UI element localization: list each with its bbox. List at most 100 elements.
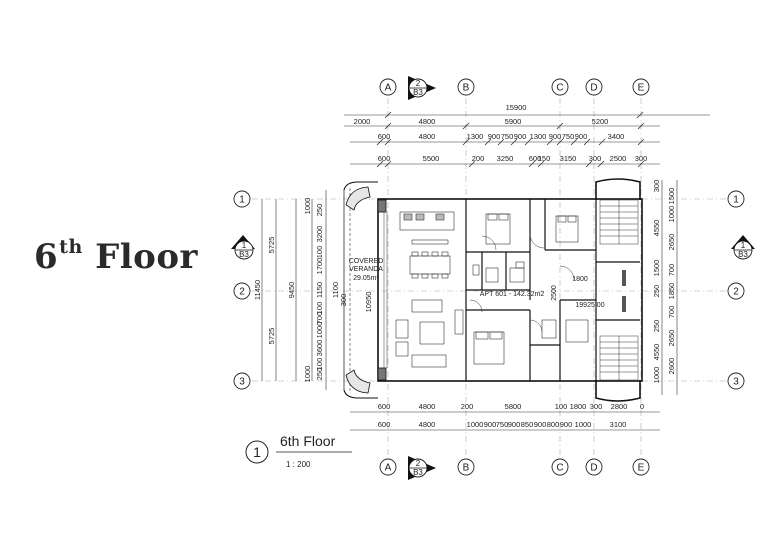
dim-left-5725b: 5725 — [267, 328, 276, 345]
dim-row2-5: 900 — [514, 132, 527, 141]
dim-left-inner-5: 1150 — [315, 282, 324, 298]
dim-bottom2-10: 1000 — [575, 420, 592, 429]
dim-right-2: 4550 — [652, 220, 661, 237]
veranda-glazing — [383, 212, 388, 368]
section-marker-bottom: 2 B3 — [408, 456, 436, 480]
dim-left-inner-3: 100 — [315, 246, 324, 259]
dimension-ticks-top — [376, 111, 645, 168]
dim-center-1800: 1800 — [572, 276, 588, 283]
core-walls — [622, 270, 626, 312]
dim-2000: 2000 — [354, 117, 371, 126]
section-marker-left: 1 B3 — [231, 235, 255, 260]
dimension-lines-left — [261, 190, 327, 390]
grid-label-e-bottom: E — [638, 463, 645, 474]
dim-row2-3: 900 — [488, 132, 501, 141]
dim-left-9450: 9450 — [287, 282, 296, 299]
grid-label-a-bottom: A — [385, 463, 392, 474]
grid-label-b-bottom: B — [463, 463, 470, 474]
dim-left-inner-9: 3600 — [315, 340, 324, 357]
grid-label-1-left: 1 — [239, 195, 245, 206]
dim-overall-top: 15900 — [506, 103, 527, 112]
dim-left-5725a: 5725 — [267, 237, 276, 254]
grid-lines — [252, 98, 726, 458]
veranda-area: 29.05m² — [353, 275, 379, 282]
dim-left-300: 300 — [339, 294, 348, 307]
dim-right-14: 1000 — [652, 367, 661, 384]
dim-left-inner-12: 1000 — [303, 366, 312, 383]
dim-left-total: 11450 — [253, 280, 262, 300]
dim-left-inner-7: 700 — [315, 312, 324, 325]
dimension-lines-right — [661, 180, 678, 395]
dim-bottom1-2: 200 — [461, 402, 474, 411]
dim-row2-4: 750 — [501, 132, 514, 141]
dim-right-inner: 300 1500 4550 1000 2650 1500 700 250 185… — [652, 180, 676, 384]
dim-row2-2: 1300 — [467, 132, 484, 141]
section-marker-right: 1 B3 — [731, 235, 755, 260]
grid-bubbles-right: 1 2 3 — [727, 190, 745, 390]
section-ref-top: B3 — [413, 88, 423, 97]
dim-row1-0: 4800 — [419, 117, 436, 126]
grid-label-d: D — [590, 83, 597, 94]
dim-right-3: 1000 — [667, 206, 676, 223]
grid-label-1-right: 1 — [733, 195, 739, 206]
grid-label-3-left: 3 — [239, 377, 245, 388]
dim-row3-5: 150 — [538, 154, 551, 163]
dim-right-8: 1850 — [667, 283, 676, 300]
section-ref-right: B3 — [738, 250, 748, 259]
dim-bottom1-7: 2800 — [611, 402, 628, 411]
dim-right-6: 700 — [667, 264, 676, 277]
dim-bottom1-4: 100 — [555, 402, 568, 411]
dim-row3-9: 300 — [635, 154, 648, 163]
dim-left-inner: 1000 250 3200 100 1700 1150 100 700 1000… — [303, 198, 324, 383]
dim-row2-1: 4800 — [419, 132, 436, 141]
section-num-bottom: 2 — [416, 459, 421, 468]
living-furniture — [395, 211, 464, 368]
dim-bottom2-1: 4800 — [419, 420, 436, 429]
dim-bottom2-5: 900 — [508, 420, 521, 429]
dim-left-inner-1: 250 — [315, 204, 324, 217]
grid-label-a: A — [385, 83, 392, 94]
grid-bubble-a-top: A — [379, 78, 397, 96]
grid-label-d-bottom: D — [590, 463, 597, 474]
dim-bottom1-3: 5800 — [505, 402, 522, 411]
dim-row3-2: 200 — [472, 154, 485, 163]
interior-partitions — [466, 199, 640, 381]
grid-bubble-b-top: B — [457, 78, 475, 96]
dim-bottom1-6: 300 — [590, 402, 603, 411]
dim-right-1: 1500 — [667, 188, 676, 205]
section-num-right: 1 — [741, 241, 746, 250]
dim-row2-10: 3400 — [608, 132, 625, 141]
dim-bottom2-9: 900 — [560, 420, 573, 429]
dim-left-inner-10: 100 — [315, 358, 324, 371]
dim-row3-1: 5500 — [423, 154, 440, 163]
dim-bottom2: 600 4800 1000 900 750 900 850 900 800 90… — [378, 420, 627, 429]
dim-center-19925: 19925.00 — [575, 302, 604, 309]
dim-left-inner-11: 250 — [315, 368, 324, 381]
dimension-lines-bottom — [350, 411, 660, 431]
building-walls — [343, 178, 643, 402]
dim-row3-7: 300 — [589, 154, 602, 163]
section-ref-bottom: B3 — [413, 468, 423, 477]
dim-right-12: 2600 — [667, 358, 676, 375]
dim-row2-8: 750 — [562, 132, 575, 141]
dim-row2-6: 1300 — [530, 132, 547, 141]
bedroom-furniture — [472, 213, 589, 365]
dim-left-10950: 10950 — [364, 292, 373, 313]
grid-label-b: B — [463, 83, 470, 94]
veranda-label-2: VERANDA — [349, 266, 383, 273]
section-ref-left: B3 — [239, 250, 249, 259]
dim-left-inner-2: 3200 — [315, 226, 324, 243]
stair-top — [599, 199, 639, 245]
dim-left-inner-6: 100 — [315, 302, 324, 315]
dim-bottom2-8: 800 — [547, 420, 560, 429]
dim-row3-8: 2500 — [610, 154, 627, 163]
veranda-corners — [345, 186, 387, 394]
grid-bubbles-top: A B C D E — [379, 78, 650, 96]
dim-right-9: 2650 — [667, 330, 676, 347]
dim-right-7: 250 — [652, 285, 661, 298]
grid-label-3-right: 3 — [733, 377, 739, 388]
sheet-scale: 1 : 200 — [286, 460, 311, 469]
door-swings — [469, 233, 575, 333]
dim-right-11: 700 — [667, 306, 676, 319]
